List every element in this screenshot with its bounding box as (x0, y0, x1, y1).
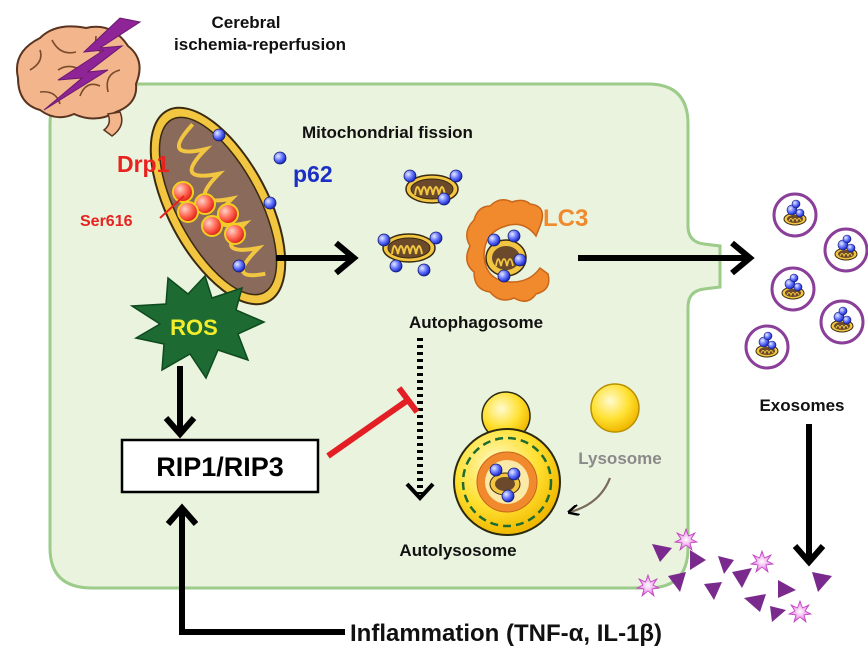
lysosome-arrow (570, 477, 612, 512)
ros-label: ROS (170, 315, 218, 340)
drp1-beads (172, 181, 246, 245)
autophagosome-label: Autophagosome (409, 313, 543, 332)
cytokines (636, 528, 832, 623)
lc3-label: LC3 (543, 205, 588, 232)
drp1-label: Drp1 (117, 151, 170, 177)
exosomes-label: Exosomes (759, 396, 844, 415)
arrow-exosomes-down (792, 424, 826, 567)
lysosome (590, 383, 640, 433)
ros-burst (129, 274, 266, 380)
exosomes (744, 192, 868, 370)
arrow-to-exosomes (578, 240, 755, 276)
autolysosome-label: Autolysosome (399, 541, 516, 560)
mitochondrion (149, 106, 287, 306)
autolysosome (453, 391, 561, 536)
p62-label: p62 (293, 161, 333, 187)
arrow-inflammation-loop (165, 503, 345, 635)
fission-label: Mitochondrial fission (302, 123, 473, 142)
dotted-arrow-autolysosome (405, 338, 435, 501)
ser616-label: Ser616 (80, 213, 133, 230)
inflammation-label: Inflammation (TNF-α, IL-1β) (350, 620, 662, 647)
lysosome-label: Lysosome (578, 449, 661, 468)
rip-label: RIP1/RIP3 (156, 452, 284, 482)
inhibition-line (326, 386, 420, 459)
autophagosome (466, 199, 550, 302)
ser616-pointer (159, 195, 185, 219)
arrow-fission (276, 240, 359, 276)
arrow-ros-rip (163, 366, 197, 439)
lightning-icon (43, 17, 142, 111)
rip-box (120, 438, 320, 494)
